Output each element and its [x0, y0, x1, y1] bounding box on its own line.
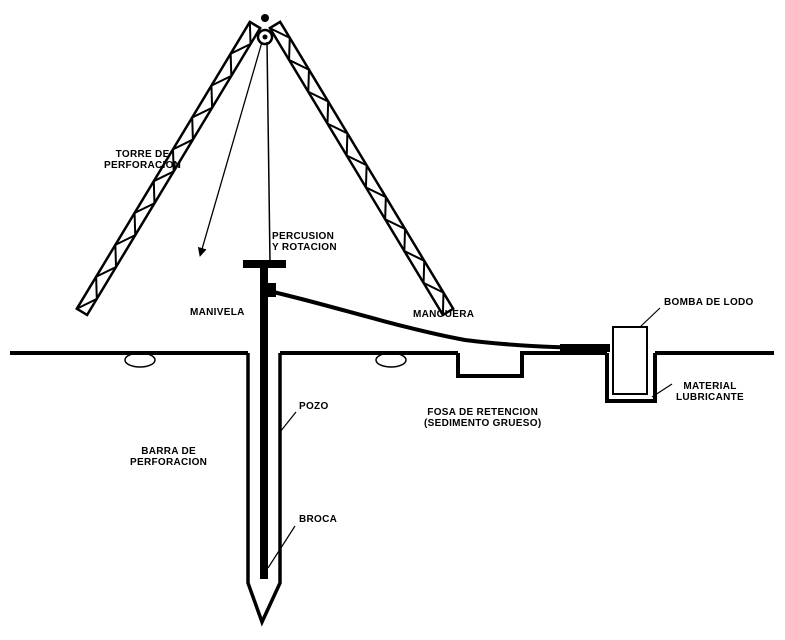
swivel	[268, 283, 276, 297]
hose-connector	[560, 344, 610, 352]
derrick-left-leg	[75, 20, 262, 317]
label-pozo: POZO	[299, 401, 329, 412]
label-percusion-line2: Y ROTACION	[272, 242, 337, 253]
label-bomba-de-lodo: BOMBA DE LODO	[664, 297, 754, 308]
label-torre-line1: TORRE DE	[115, 149, 170, 160]
label-torre-de-perforacion: TORRE DE PERFORACION	[104, 149, 181, 171]
well-bore	[246, 353, 282, 627]
label-fosa-de-retencion: FOSA DE RETENCION (SEDIMENTO GRUESO)	[424, 407, 541, 429]
label-material-lubricante: MATERIAL LUBRICANTE	[676, 381, 744, 403]
label-broca: BROCA	[299, 514, 338, 525]
label-percusion-rotacion: PERCUSION Y ROTACION	[272, 231, 337, 253]
main-cable	[266, 41, 271, 263]
left-footing	[124, 352, 156, 368]
label-barra-line1: BARRA DE	[141, 446, 196, 457]
label-percusion-line1: PERCUSION	[272, 231, 335, 242]
leader-material	[651, 383, 673, 398]
label-material-line1: MATERIAL	[683, 381, 737, 392]
leader-pozo	[279, 411, 297, 433]
drill-cap	[243, 260, 286, 268]
leader-bomba	[639, 307, 661, 328]
mud-pump	[612, 326, 648, 395]
drill-bar	[260, 263, 268, 579]
label-manguera: MANGUERA	[413, 309, 475, 320]
crank-cable	[197, 41, 263, 257]
lubricant-tank	[605, 353, 657, 403]
label-barra-line2: PERFORACION	[130, 457, 208, 468]
retention-pit	[456, 351, 607, 378]
label-fosa-line1: FOSA DE RETENCION	[427, 407, 539, 418]
leader-broca	[267, 525, 296, 569]
label-manivela: MANIVELA	[190, 307, 245, 318]
crown-top	[261, 14, 269, 22]
label-torre-line2: PERFORACION	[104, 160, 182, 171]
right-footing	[375, 352, 407, 368]
label-fosa-line2: (SEDIMENTO GRUESO)	[424, 418, 542, 429]
label-material-line2: LUBRICANTE	[676, 392, 744, 403]
derrick-right-leg	[268, 20, 455, 317]
label-barra-de-perforacion: BARRA DE PERFORACION	[130, 446, 207, 468]
